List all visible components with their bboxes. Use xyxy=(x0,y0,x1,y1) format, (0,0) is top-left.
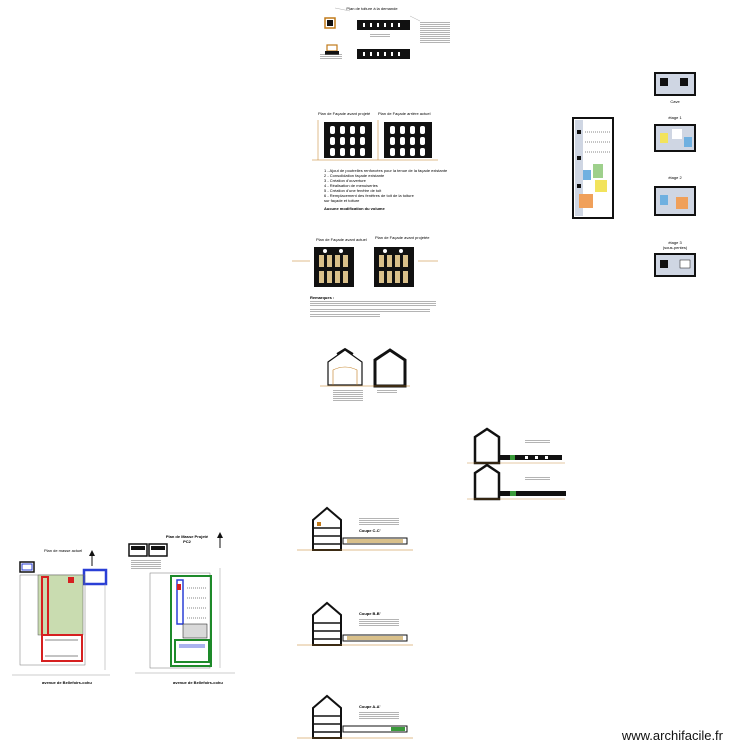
site-plan-current[interactable]: Plan de masse actuel avenue de Bellefoi xyxy=(10,540,120,690)
floor-plan-drawing xyxy=(572,117,614,219)
elevation-drawings xyxy=(467,427,566,501)
remarks-heading: Remarques : xyxy=(310,295,335,300)
elevation-sheet[interactable] xyxy=(465,425,570,505)
house-profiles xyxy=(320,347,410,388)
section-aa[interactable]: Coupe A-A' xyxy=(295,690,415,745)
roof-plan-sheet[interactable]: Plan de toiture à la demande xyxy=(310,6,460,66)
section-bb[interactable]: Coupe B-B' xyxy=(295,595,415,655)
site-plan-projected[interactable]: Plan de Masse Projeté PC2 xyxy=(125,528,240,690)
notes-footer: Aucune modification du volume xyxy=(324,206,385,211)
section-bb-title: Coupe B-B' xyxy=(359,611,381,616)
facade-drawings xyxy=(312,120,438,161)
archifacile-watermark[interactable]: www.archifacile.fr xyxy=(622,728,723,743)
floor-etage2[interactable]: étage 2 xyxy=(650,175,700,220)
floor-etage1[interactable]: étage 1 xyxy=(650,115,700,155)
site-plan-current-title: Plan de masse actuel xyxy=(44,548,83,553)
floor-etage3-drawing xyxy=(654,253,696,277)
floor-etage2-drawing xyxy=(654,186,696,216)
floor-etage1-drawing xyxy=(654,124,696,152)
avenue-left-label: avenue de Bellefoirs-cohu xyxy=(42,680,92,685)
facade-sheet-mid[interactable]: Plan de Façade avant actuel Plan de Faça… xyxy=(290,235,440,320)
facade-mid-right-title: Plan de Façade avant projetée xyxy=(375,235,430,240)
section-cc[interactable]: Coupe C-C' xyxy=(295,500,415,560)
notes-list: 1 - Ajout de poutrelles renforcées pour … xyxy=(324,168,448,211)
floor-etage3[interactable]: étage 3 (sous-pentes) xyxy=(650,240,705,280)
floor-etage2-label: étage 2 xyxy=(668,175,682,180)
floor-plan-sheet[interactable] xyxy=(565,112,620,222)
floor-cave-label: Cave xyxy=(670,99,680,104)
floor-etage3-sublabel: (sous-pentes) xyxy=(662,245,688,250)
site-plan-projected-subtitle: PC2 xyxy=(183,539,191,544)
section-aa-title: Coupe A-A' xyxy=(359,704,381,709)
watermark-text: www.archifacile.fr xyxy=(621,728,723,743)
house-profile-sheet[interactable] xyxy=(315,340,415,410)
facade-sheet-top[interactable]: Plan de Façade avant projeté Plan de Faç… xyxy=(310,110,447,211)
facade-mid-left-title: Plan de Façade avant actuel xyxy=(316,237,367,242)
roof-plan-drawing xyxy=(324,7,421,59)
avenue-right-label: avenue de Bellefoirs-cohu xyxy=(173,680,223,685)
facade-mid-drawings xyxy=(292,247,438,287)
floor-etage1-label: étage 1 xyxy=(668,115,682,120)
section-cc-title: Coupe C-C' xyxy=(359,528,381,533)
site-plan-projected-title: Plan de Masse Projeté xyxy=(165,534,209,539)
section-bb-drawing xyxy=(297,601,413,646)
site-plan-projected-drawing xyxy=(128,532,235,674)
facade-right-title: Plan de Façade arrière actuel xyxy=(378,111,431,116)
section-aa-drawing xyxy=(297,694,413,739)
roof-plan-title: Plan de toiture à la demande xyxy=(346,6,398,11)
facade-left-title: Plan de Façade avant projeté xyxy=(318,111,371,116)
section-cc-drawing xyxy=(297,506,413,551)
floor-cave[interactable]: Cave xyxy=(650,70,700,105)
site-plan-current-drawing xyxy=(12,550,110,676)
floor-cave-drawing xyxy=(654,72,696,96)
floor-etage3-label: étage 3 xyxy=(668,240,682,245)
